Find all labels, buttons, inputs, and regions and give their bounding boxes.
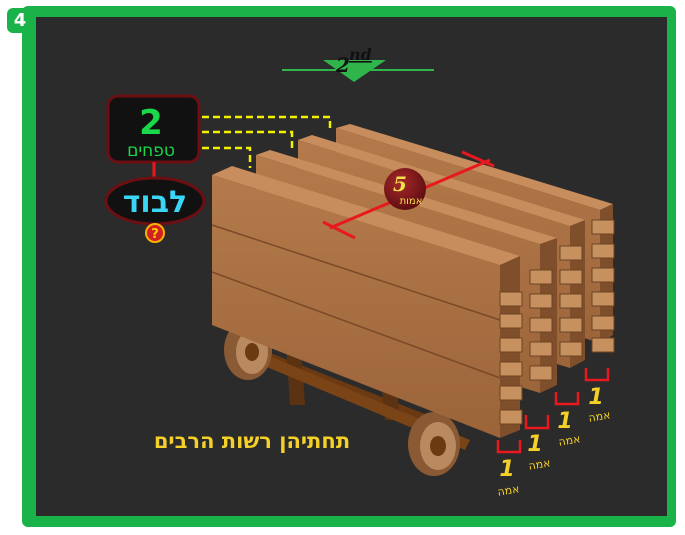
ordinal-marker: 2 nd bbox=[282, 45, 434, 82]
amah-marker-1: 1 אמה bbox=[496, 440, 520, 499]
tefachim-label: טפחים bbox=[127, 141, 175, 161]
amah-number-4: 1 bbox=[588, 385, 603, 410]
levud-label: לבוד bbox=[123, 185, 187, 220]
tefachim-number: 2 bbox=[139, 103, 163, 143]
amah-unit-1: אמה bbox=[496, 482, 520, 499]
width-unit: אמות bbox=[400, 196, 423, 207]
caption: תחתיהן רשות הרבים bbox=[154, 429, 350, 453]
question-mark: ? bbox=[151, 227, 159, 242]
amah-number-3: 1 bbox=[557, 409, 572, 434]
amah-number-1: 1 bbox=[499, 457, 514, 482]
amah-unit-2: אמה bbox=[527, 456, 551, 473]
levud-oval: לבוד ? bbox=[106, 162, 204, 242]
amah-unit-4: אמה bbox=[587, 408, 611, 425]
ordinal-suffix: nd bbox=[349, 45, 372, 64]
width-number: 5 bbox=[393, 172, 407, 196]
amah-number-2: 1 bbox=[527, 432, 542, 457]
amah-marker-2: 1 אמה bbox=[526, 415, 551, 473]
ordinal-number: 2 bbox=[335, 53, 350, 77]
amah-marker-4: 1 אמה bbox=[586, 368, 611, 425]
amah-unit-3: אמה bbox=[557, 432, 581, 449]
amah-marker-3: 1 אמה bbox=[556, 392, 581, 449]
tefachim-box: 2 טפחים bbox=[108, 96, 199, 162]
